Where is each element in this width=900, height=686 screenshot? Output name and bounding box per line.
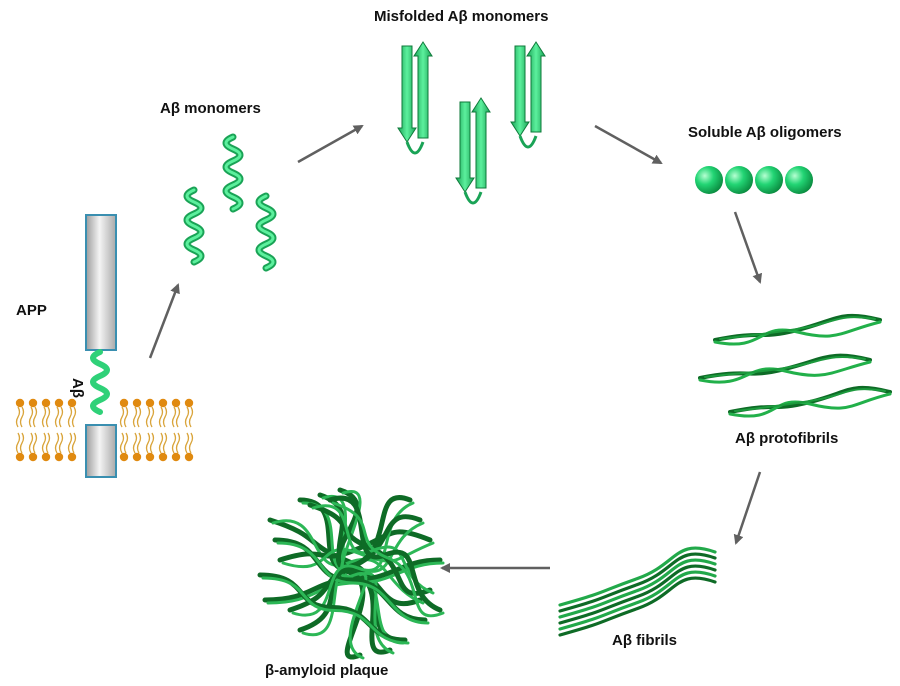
- app-abeta-label: Aβ: [69, 378, 86, 398]
- plaque-label: β-amyloid plaque: [265, 662, 389, 679]
- abeta-monomers-label: Aβ monomers: [160, 100, 261, 117]
- protofibrils: [698, 313, 892, 418]
- oligomer-spheres: [695, 166, 813, 194]
- pathway-arrows: [148, 124, 763, 573]
- lipid-bilayer: [15, 398, 194, 462]
- fibrils-label: Aβ fibrils: [612, 632, 677, 649]
- misfolded-monomers-label: Misfolded Aβ monomers: [374, 8, 549, 25]
- arrow-oligomers-to-protofibrils: [733, 211, 763, 284]
- fibrils: [558, 546, 717, 637]
- arrow-app-to-monomers: [148, 283, 180, 359]
- app-label: APP: [16, 302, 47, 319]
- app-abeta-helix: [90, 349, 110, 415]
- misfolded-hairpins: [397, 41, 546, 205]
- protofibrils-label: Aβ protofibrils: [735, 430, 839, 447]
- arrow-misfolded-to-oligomers: [594, 124, 663, 165]
- amyloid-plaque: [257, 487, 445, 660]
- arrow-protofibrils-to-fibrils: [733, 471, 762, 545]
- abeta-monomer-helices: [183, 133, 277, 272]
- app-protein: [85, 214, 117, 478]
- arrow-monomers-to-misfolded: [297, 124, 364, 164]
- soluble-oligomers-label: Soluble Aβ oligomers: [688, 124, 842, 141]
